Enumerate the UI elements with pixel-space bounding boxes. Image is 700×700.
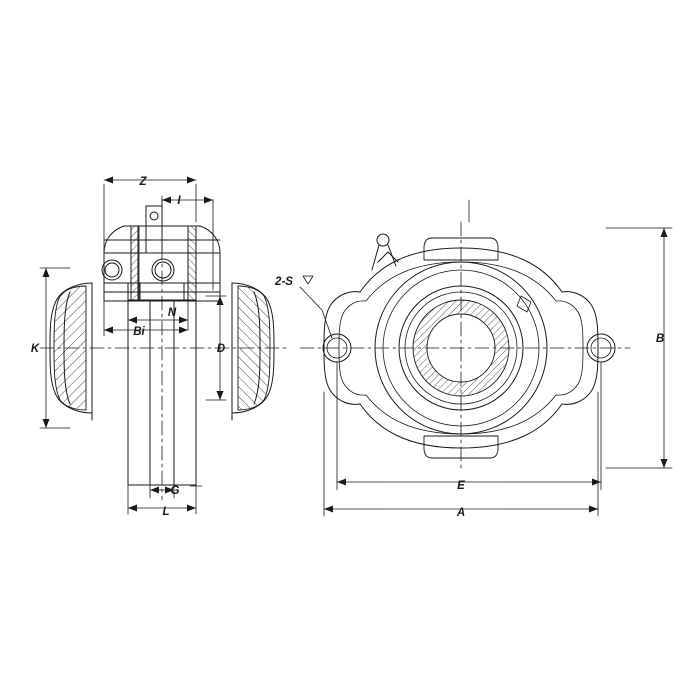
side-bearing-insert bbox=[101, 205, 221, 302]
finish-symbol bbox=[302, 275, 314, 285]
label-B: B bbox=[656, 333, 664, 345]
label-D: D bbox=[217, 343, 225, 355]
label-K: K bbox=[31, 343, 40, 355]
label-A: A bbox=[456, 507, 465, 519]
housing-lug-right bbox=[516, 295, 532, 313]
bolt-hole-leader bbox=[299, 286, 333, 339]
front-flange-view bbox=[299, 199, 673, 517]
label-G: G bbox=[171, 485, 180, 497]
front-dimensions bbox=[323, 199, 673, 517]
dimension-labels: Z I N Bi K D G L 2-S B E A bbox=[31, 176, 664, 519]
label-2S: 2-S bbox=[274, 276, 293, 288]
side-center-lines bbox=[39, 195, 287, 501]
label-L: L bbox=[162, 506, 169, 518]
label-N: N bbox=[168, 307, 177, 319]
side-section-view bbox=[39, 176, 287, 515]
label-Bi: Bi bbox=[133, 326, 145, 338]
set-screw-boss bbox=[371, 233, 399, 271]
side-dimensions bbox=[39, 176, 227, 515]
label-E: E bbox=[457, 480, 465, 492]
label-I: I bbox=[177, 195, 181, 207]
label-Z: Z bbox=[138, 176, 147, 188]
bottom-relief-slot bbox=[423, 435, 499, 459]
front-center-lines bbox=[299, 221, 631, 471]
top-relief-slot bbox=[423, 237, 499, 261]
